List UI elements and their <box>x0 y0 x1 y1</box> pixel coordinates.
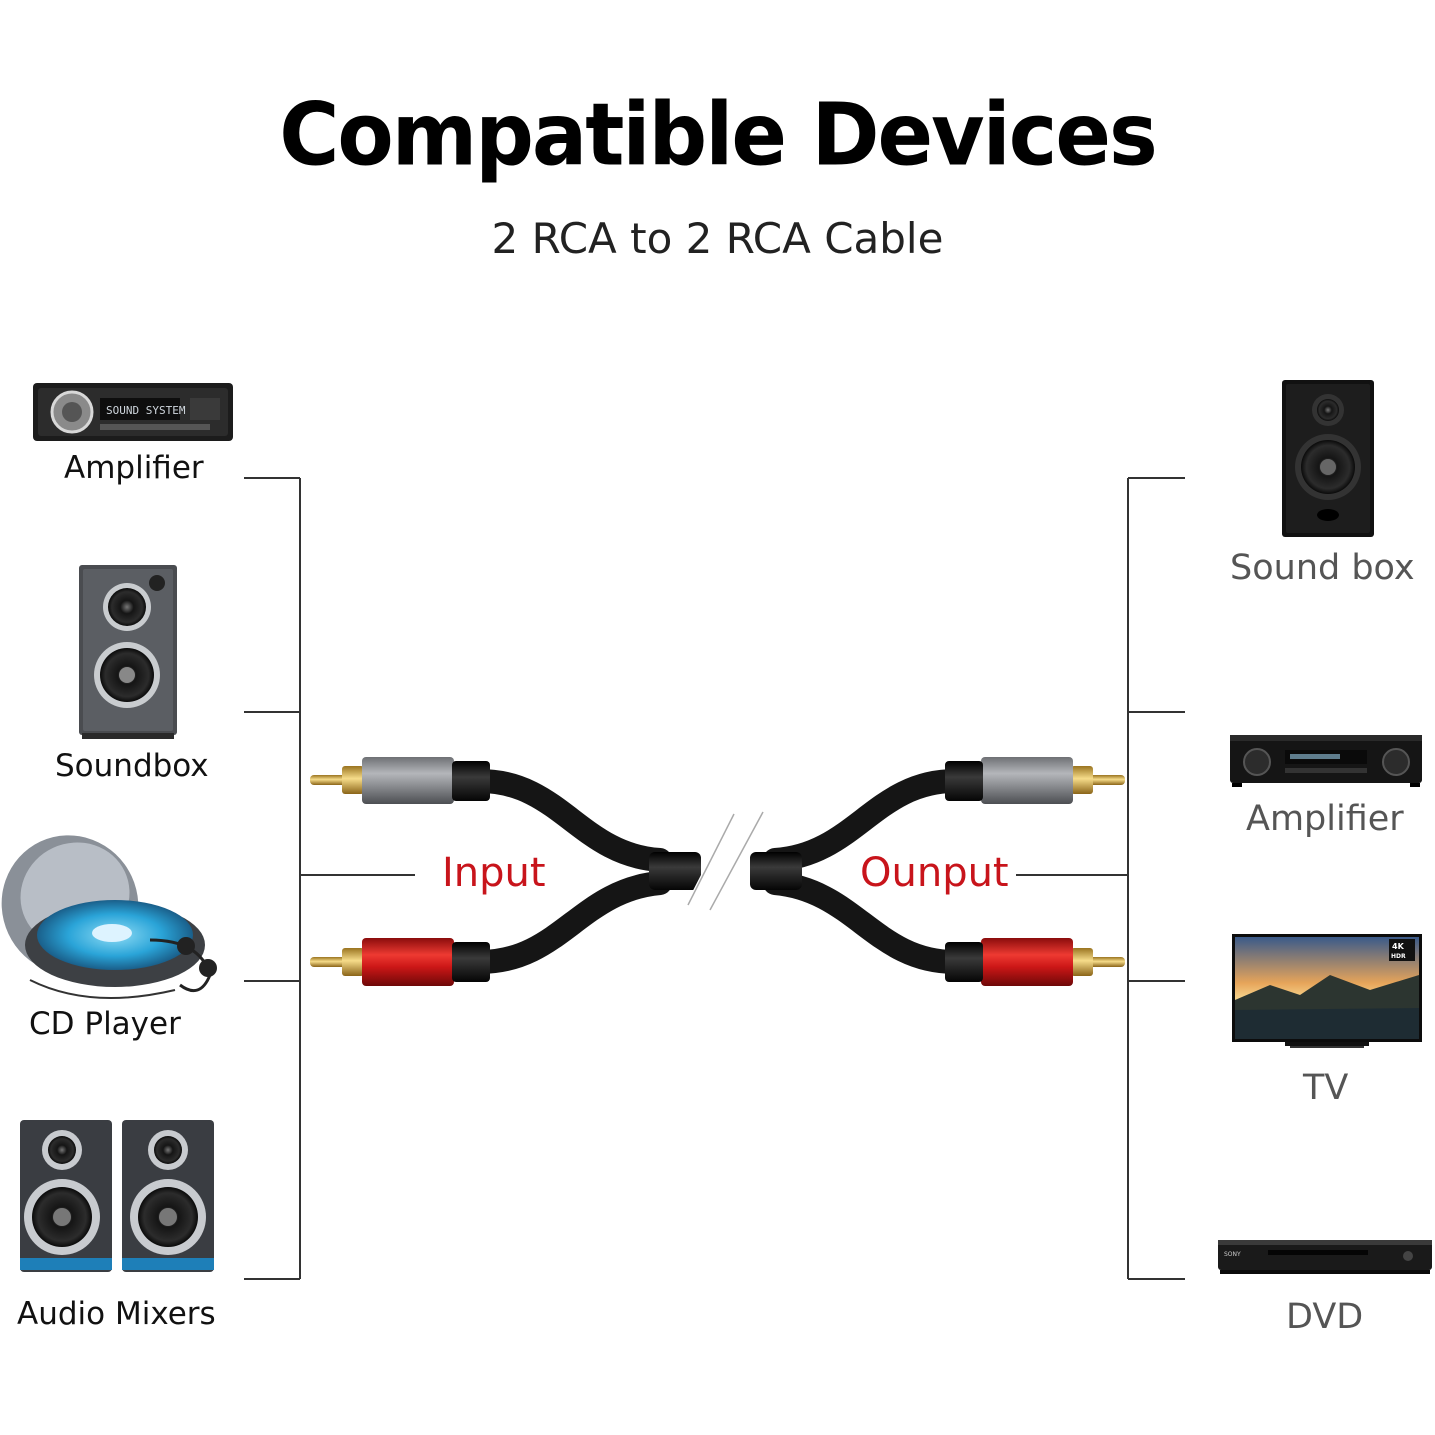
page-subtitle: 2 RCA to 2 RCA Cable <box>491 214 944 263</box>
left-bottom-wire <box>468 871 672 974</box>
car-stereo-icon: SOUND SYSTEM <box>33 383 233 441</box>
speakers-pair-icon <box>20 1120 214 1272</box>
right-device-label-tv: TV <box>1303 1068 1349 1108</box>
svg-text:4K: 4K <box>1392 942 1405 951</box>
tv-icon: 4K HDR <box>1232 934 1422 1048</box>
svg-text:SONY: SONY <box>1224 1251 1241 1258</box>
output-label: Ounput <box>860 850 1009 896</box>
av-receiver-icon <box>1230 735 1422 787</box>
left-device-label-audio-mixers: Audio Mixers <box>17 1296 216 1332</box>
right-splitter <box>750 852 802 890</box>
right-gray-plug <box>945 757 1125 804</box>
left-gray-plug <box>310 757 490 804</box>
right-device-label-amplifier: Amplifier <box>1246 799 1404 839</box>
bookshelf-speaker-icon <box>1282 380 1374 537</box>
cable-break-slash-right <box>701 810 764 912</box>
right-top-wire <box>763 769 967 872</box>
left-splitter <box>649 852 701 890</box>
left-red-plug <box>310 938 490 986</box>
rca-cable <box>310 757 1125 986</box>
right-bracket <box>1016 477 1185 1280</box>
right-bottom-wire <box>763 871 967 974</box>
cd-player-icon <box>1 835 217 999</box>
dvd-player-icon: SONY <box>1218 1240 1432 1274</box>
svg-text:HDR: HDR <box>1391 953 1406 960</box>
left-top-wire <box>468 769 672 872</box>
svg-text:SOUND SYSTEM: SOUND SYSTEM <box>106 404 186 417</box>
left-device-label-amplifier: Amplifier <box>64 450 204 486</box>
input-label: Input <box>442 850 546 896</box>
left-device-label-soundbox: Soundbox <box>55 748 209 784</box>
page-title: Compatible Devices <box>279 85 1158 186</box>
right-device-label-sound-box: Sound box <box>1230 548 1415 588</box>
left-device-label-cd-player: CD Player <box>29 1006 181 1042</box>
left-bracket <box>244 477 415 1280</box>
right-red-plug <box>945 938 1125 986</box>
right-device-label-dvd: DVD <box>1286 1297 1364 1337</box>
cable-break-slash-left <box>686 810 742 907</box>
speaker-icon <box>79 565 177 739</box>
